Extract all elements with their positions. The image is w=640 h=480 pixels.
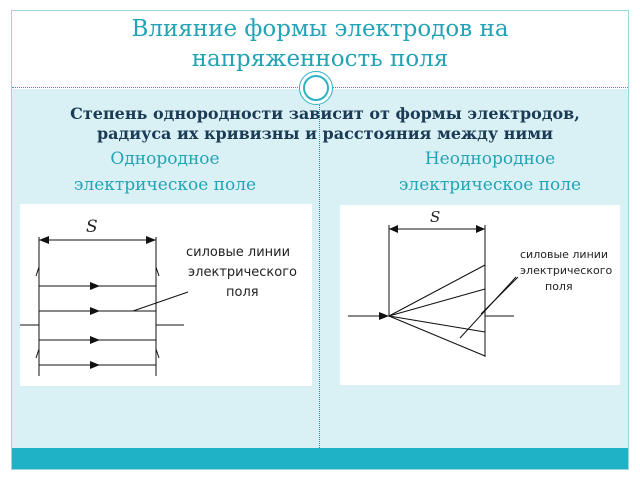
- distance-label: S: [430, 208, 440, 226]
- caption-line-2: электрического: [520, 264, 612, 277]
- distance-arrow-left: [389, 225, 398, 233]
- subtitle-line-1: Степень однородности зависит от формы эл…: [70, 104, 580, 123]
- nonuniform-heading-line-2: электрическое поле: [398, 175, 582, 195]
- title-line-2: напряженность поля: [191, 46, 449, 72]
- nonuniform-field-svg: S силовые линии электрического поля: [348, 208, 612, 357]
- caption-line-3: поля: [226, 285, 259, 300]
- caption-line-2: электрического: [188, 265, 297, 280]
- column-divider: [319, 89, 320, 448]
- field-line: [388, 315, 486, 333]
- field-arrow: [90, 307, 100, 315]
- uniform-heading-line-2: электрическое поле: [73, 175, 257, 195]
- uniform-field-heading: Однородное электрическое поле: [40, 146, 290, 198]
- caption-pointer: [480, 276, 519, 315]
- field-arrow: [90, 361, 100, 369]
- left-plate-tick-bottom: [35, 348, 40, 359]
- uniform-field-diagram: S силовые линии электрического поля: [20, 204, 312, 386]
- slide-title: Влияние формы электродов на напряженност…: [60, 14, 580, 74]
- title-line-1: Влияние формы электродов на: [131, 16, 509, 42]
- distance-arrow-right: [146, 236, 156, 244]
- distance-arrow-right: [476, 225, 485, 233]
- ring-ornament-inner: [303, 75, 329, 101]
- subtitle-line-2: радиуса их кривизны и расстояния между н…: [96, 124, 553, 143]
- field-line: [388, 264, 486, 317]
- distance-arrow-left: [39, 236, 49, 244]
- nonuniform-field-diagram: S силовые линии электрического поля: [340, 205, 620, 385]
- field-line: [388, 288, 486, 317]
- nonuniform-field-heading: Неоднородное электрическое поле: [360, 146, 620, 198]
- caption-line-1: силовые линии: [520, 248, 608, 261]
- field-arrow: [379, 312, 389, 320]
- slide-subtitle: Степень однородности зависит от формы эл…: [30, 104, 620, 144]
- right-plate-tick-top: [155, 266, 160, 277]
- caption-pointer: [132, 291, 189, 312]
- right-plate-tick-bottom: [155, 348, 160, 359]
- distance-label: S: [86, 217, 98, 237]
- slide-frame: [11, 10, 629, 470]
- bottom-accent-bar: [12, 448, 628, 469]
- caption-line-1: силовые линии: [186, 245, 290, 260]
- nonuniform-heading-line-1: Неоднородное: [424, 149, 556, 169]
- left-plate-tick-top: [35, 266, 40, 277]
- field-arrow: [90, 336, 100, 344]
- uniform-heading-line-1: Однородное: [110, 149, 220, 169]
- uniform-field-svg: S силовые линии электрического поля: [20, 217, 297, 376]
- field-arrow: [90, 282, 100, 290]
- field-line: [388, 315, 486, 357]
- caption-line-3: поля: [545, 280, 573, 293]
